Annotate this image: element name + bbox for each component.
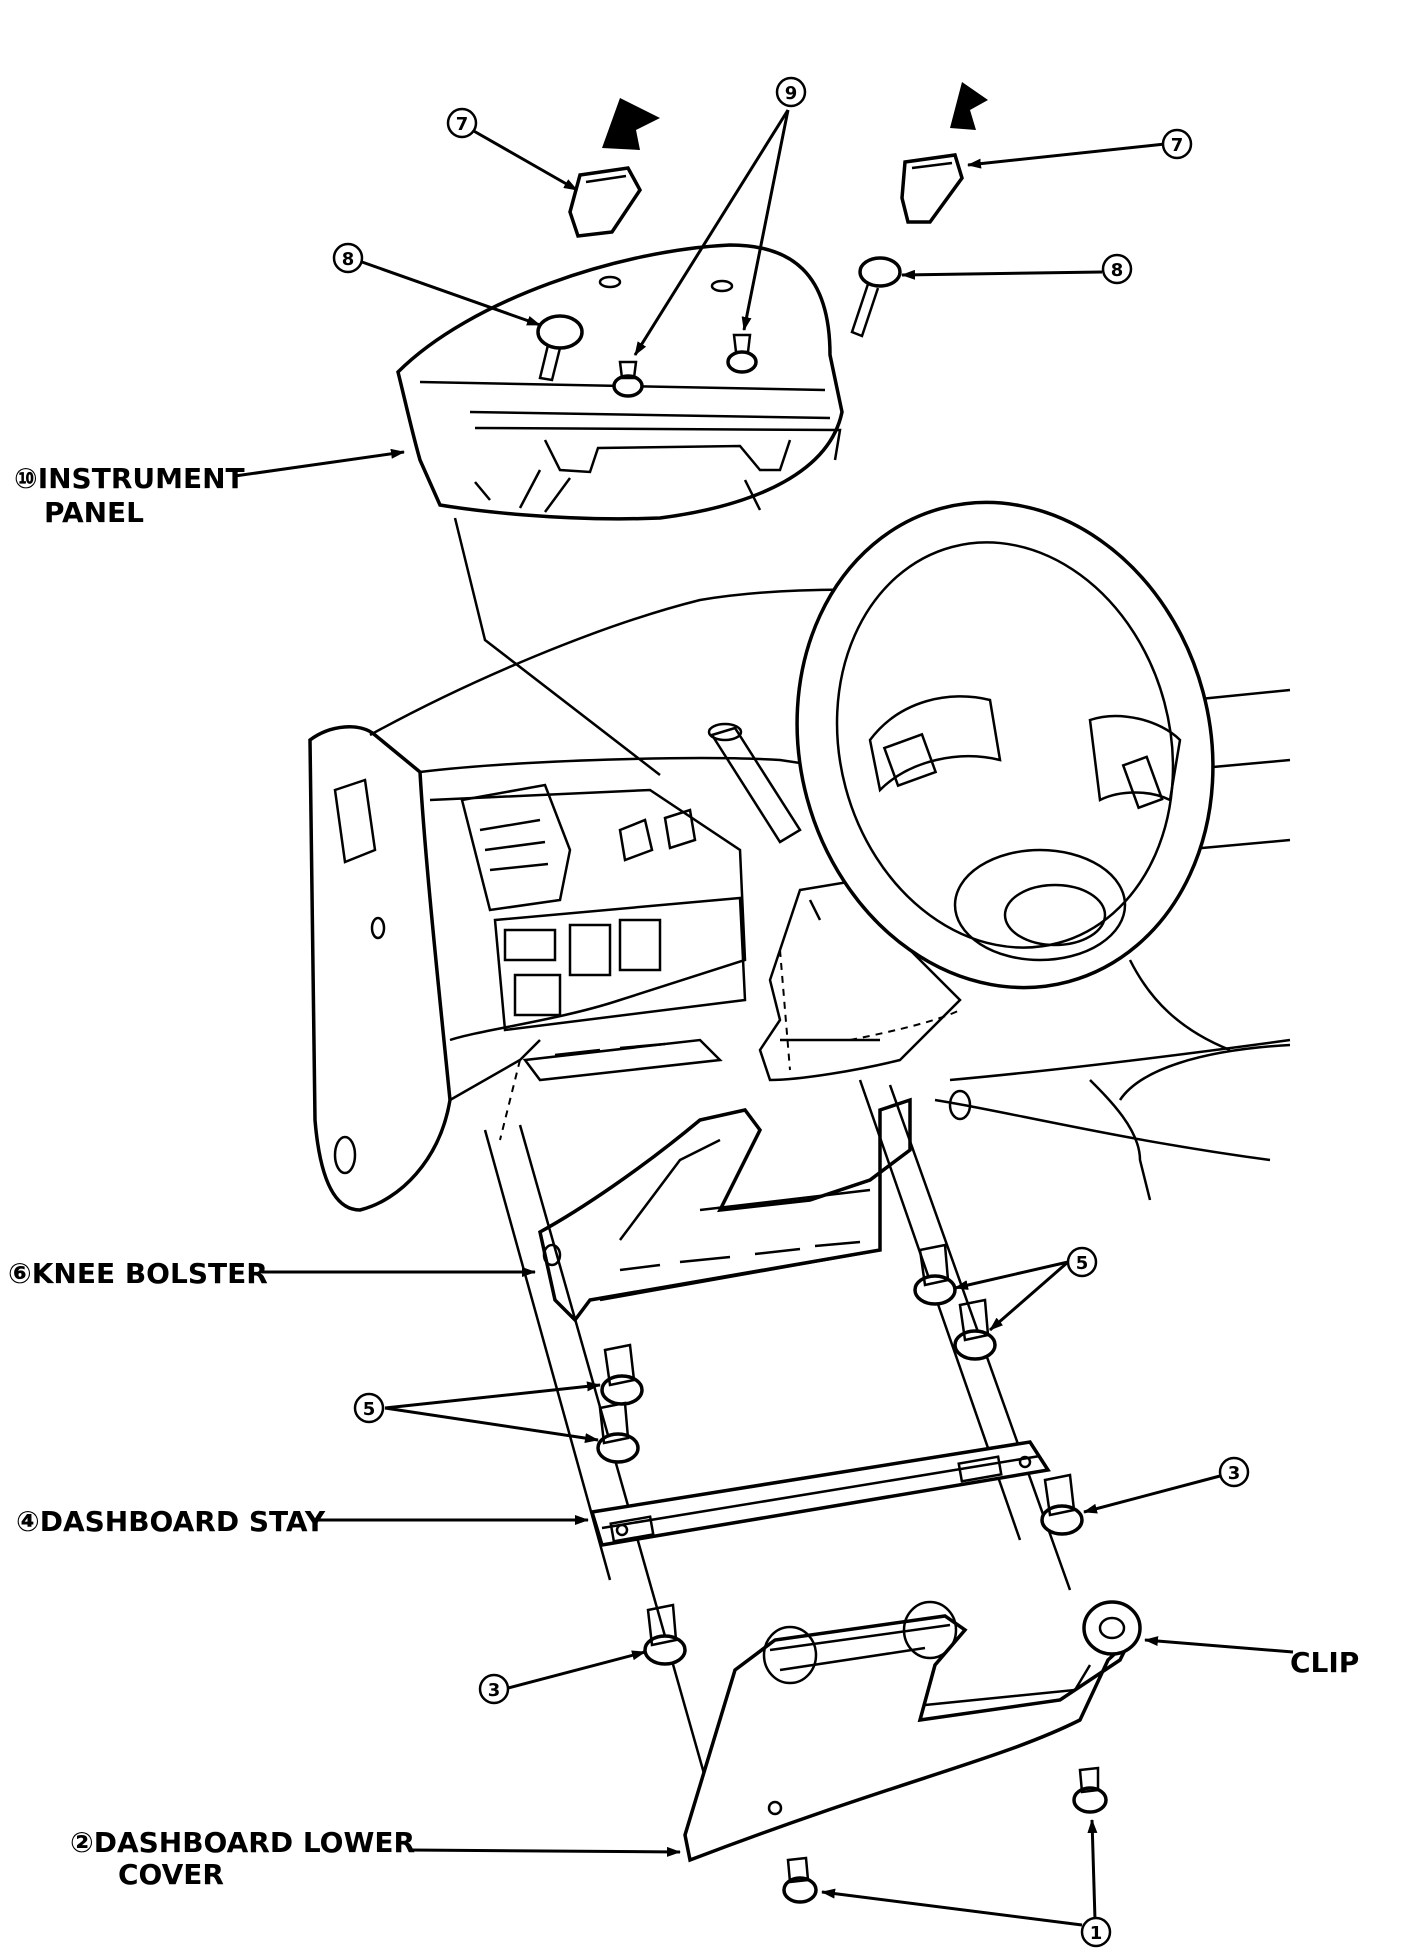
clip-right-top [900,153,964,224]
label-clip: CLIP [1290,1646,1359,1679]
bolt-5-left-upper [600,1343,644,1406]
bolt-5-right-upper [913,1243,957,1306]
callout-7-right-text: 7 [1171,135,1184,156]
clip-left-top [568,166,643,238]
callout-8-left-text: 8 [342,249,355,270]
bolt-5-right-lower [953,1298,997,1361]
callout-5-left: 5 [353,1392,385,1424]
callout-3-right: 3 [1218,1456,1250,1488]
callout-8-right-text: 8 [1111,260,1124,281]
callout-8-left: 8 [332,242,364,274]
dashboard-stay-part [589,1440,1051,1547]
label-dashboard-stay: ④DASHBOARD STAY [16,1505,326,1538]
screw-1-left [782,1856,818,1904]
clip-part [1082,1600,1142,1656]
callout-5-right-text: 5 [1076,1253,1089,1274]
label-instrument-panel: ⑩INSTRUMENT [14,462,245,495]
callout-7-right: 7 [1161,128,1193,160]
steering-wheel [795,500,1215,990]
label-knee-bolster: ⑥KNEE BOLSTER [8,1257,268,1290]
screw-9-right [726,333,758,374]
up-arrow-right-icon [950,82,988,130]
dashboard-lower-cover-part [683,1600,1132,1863]
screw-8-left [536,314,584,382]
callout-3-right-text: 3 [1228,1463,1241,1484]
screw-1-right [1072,1766,1108,1814]
callout-9-text: 9 [785,83,798,104]
label-dashboard-lower-cover: ②DASHBOARD LOWER [70,1826,415,1859]
bolt-3-right [1040,1473,1084,1536]
label-instrument-panel-line2: PANEL [44,496,144,529]
callout-9: 9 [775,76,807,108]
callout-1-text: 1 [1090,1923,1103,1944]
callout-1: 1 [1080,1916,1112,1948]
label-dashboard-lower-cover-line2: COVER [118,1858,224,1891]
bolt-3-left [643,1603,687,1666]
callout-7-left: 7 [446,107,478,139]
bolt-5-left-lower [596,1401,640,1464]
callout-7-left-text: 7 [456,114,469,135]
screw-9-left [612,360,644,398]
callout-5-right: 5 [1066,1246,1098,1278]
up-arrow-left-icon [602,98,660,150]
callout-3-left-text: 3 [488,1680,501,1701]
callout-8-right: 8 [1101,253,1133,285]
callout-3-left: 3 [478,1673,510,1705]
callout-5-left-text: 5 [363,1399,376,1420]
knee-bolster-part [538,1097,912,1323]
screw-8-right [850,256,902,338]
